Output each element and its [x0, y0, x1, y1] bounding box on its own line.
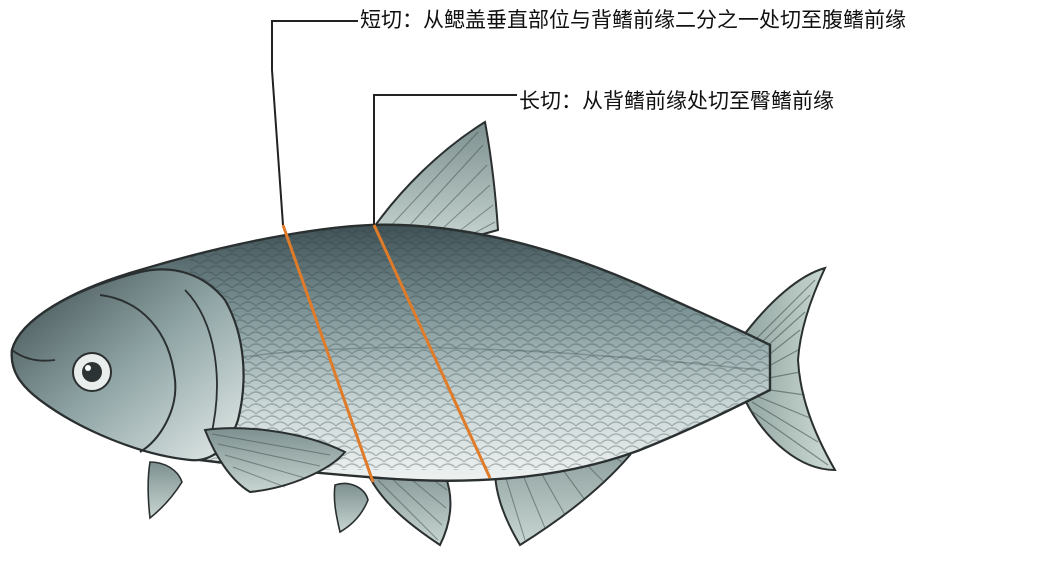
- short-cut-label: 短切：从鳃盖垂直部位与背鳍前缘二分之一处切至腹鳍前缘: [360, 10, 906, 31]
- ventral-small-fin: [148, 462, 182, 518]
- long-cut-label: 长切：从背鳍前缘处切至臀鳍前缘: [519, 91, 834, 112]
- small-pelvic-fin: [334, 483, 368, 532]
- short-cut-leader-line: [272, 21, 358, 225]
